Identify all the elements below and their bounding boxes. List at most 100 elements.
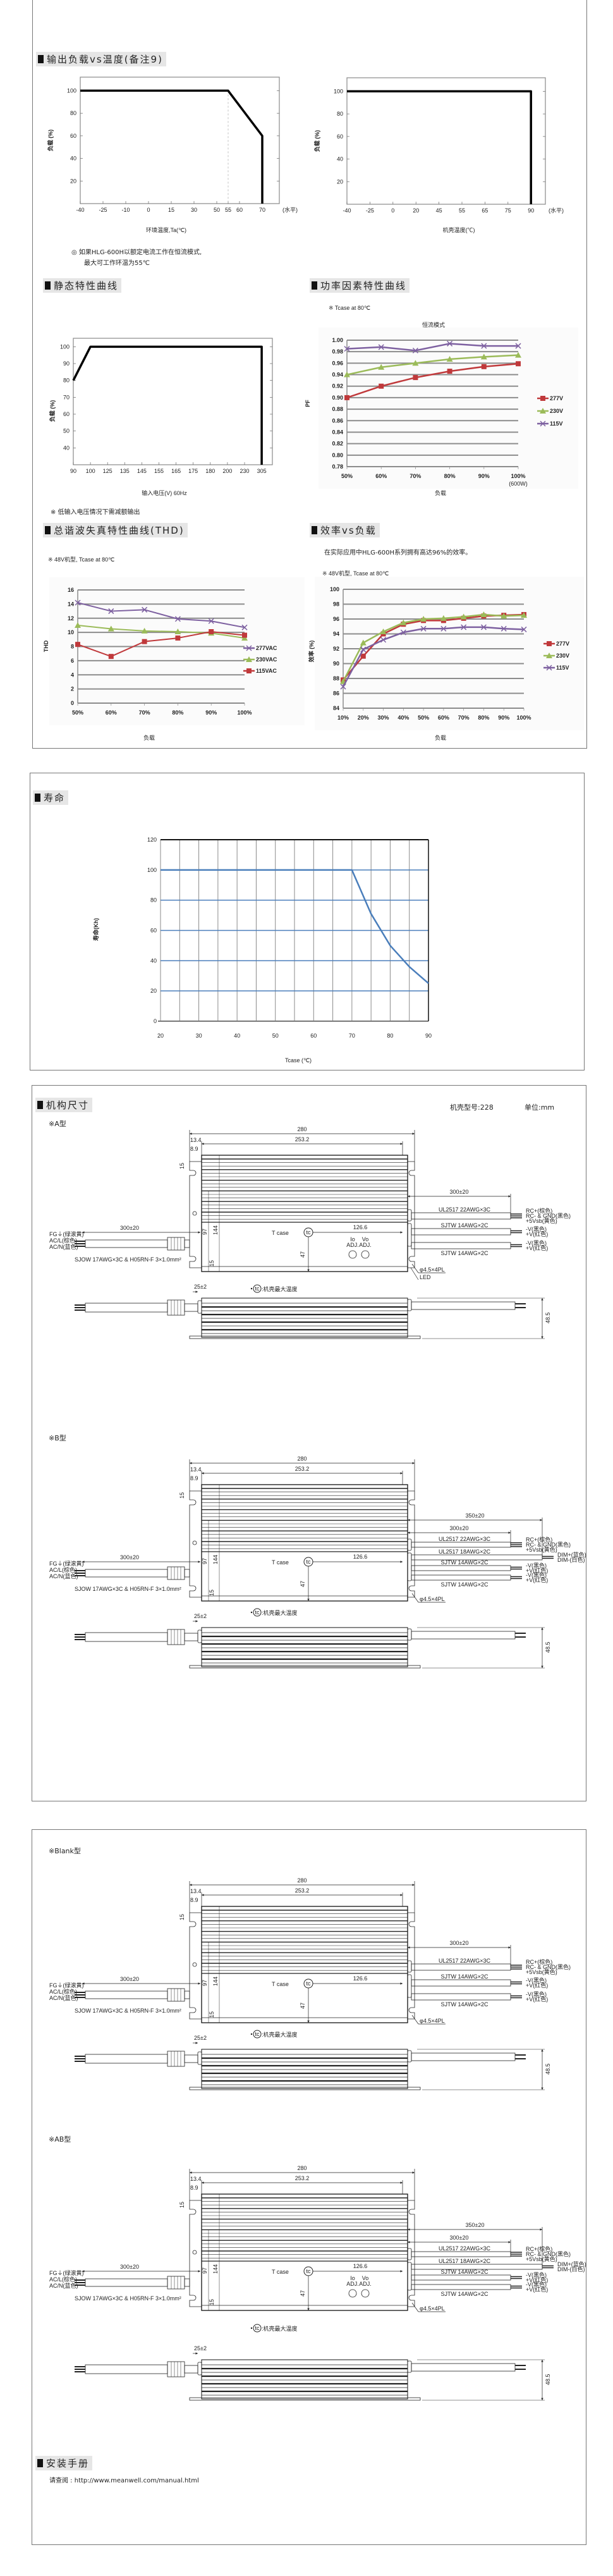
io-adj-label: ADJ. [346, 1242, 359, 1248]
y-tick-label: 0.98 [332, 348, 343, 355]
x-tick-label: 90% [478, 473, 490, 479]
dim-tcase-y-label: 47 [300, 2003, 306, 2009]
dim-slot-pitch: 15 [209, 1590, 215, 1596]
dim-slot-offset: 8.9 [190, 1897, 198, 1903]
series-line [77, 631, 245, 658]
dim-output-length-label: 300±20 [450, 1189, 469, 1195]
y-axis-title: 效率 (%) [308, 641, 315, 663]
y-tick-label: 84 [333, 705, 339, 711]
tc-symbol: tc [255, 2031, 260, 2037]
dim-slot-pitch: 15 [179, 1914, 185, 1920]
x-axis-title: 机壳温度(℃) [443, 226, 475, 233]
x-tick-label: 70 [349, 1033, 355, 1039]
x-unit-label: (水平) [549, 207, 564, 214]
input-cable-spec: SJOW 17AWG×3C & H05RN-F 3×1.0mm² [75, 2295, 181, 2302]
output-wire-label: +5Vsb(黄色) [526, 2255, 557, 2262]
y-tick-label: 14 [68, 601, 74, 607]
cable-gland-connector [167, 1237, 185, 1251]
data-point [378, 364, 385, 370]
y-tick-label: 80 [63, 377, 70, 384]
io-adj-potentiometer[interactable] [348, 2289, 357, 2298]
x-tick-label: 90% [205, 709, 217, 716]
dim-output-length-label: 300±20 [450, 1525, 469, 1531]
series-0 [347, 90, 532, 204]
cable-gland-connector [167, 2051, 185, 2067]
input-wire-label: AC/N(蓝色) [49, 1994, 78, 2001]
case-body [201, 1906, 408, 2023]
x-tick-label: 90 [425, 1033, 432, 1039]
plot-background [49, 577, 305, 725]
vo-adj-potentiometer[interactable] [361, 1250, 370, 1259]
mounting-foot [189, 2087, 421, 2090]
derating-note-1: ◎ 如果HLG-600H以额定电流工作在恒流模式, [71, 249, 202, 256]
data-point [142, 639, 147, 644]
series-line [80, 89, 264, 204]
output-cable [411, 1631, 516, 1640]
vo-adj-potentiometer[interactable] [361, 2289, 370, 2298]
y-tick-label: 90 [63, 360, 70, 367]
y-tick-label: 92 [333, 646, 339, 652]
dim-body-length-label: 253.2 [295, 1887, 310, 1894]
pf-title: 功率因素特性曲线 [320, 280, 407, 291]
x-tick-label: 80% [478, 715, 489, 721]
series-115V [340, 624, 527, 690]
dim-height-label: 48.5 [545, 2063, 551, 2075]
tc-symbol: tc [255, 1285, 260, 1292]
y-tick-label: 20 [337, 178, 343, 185]
output-wire-label: RC- & GND(黑色) [526, 1212, 571, 1219]
dim-slot-pitch: 15 [179, 1492, 185, 1499]
io-adj-potentiometer[interactable] [348, 1250, 357, 1259]
mechanical-panel-1 [32, 1085, 586, 1801]
output-cable-spec: SJTW 14AWG×2C [441, 1559, 489, 1566]
output-gland [407, 1552, 412, 1581]
mount-holes-label: φ4.5×4PL [420, 1267, 445, 1273]
input-cable [85, 1632, 168, 1642]
x-axis-title: Tcase (℃) [285, 1057, 312, 1064]
data-point [480, 353, 487, 360]
data-point [460, 613, 467, 620]
x-tick-label: 305 [257, 468, 267, 474]
input-cable-spec: SJOW 17AWG×3C & H05RN-F 3×1.0mm² [75, 2008, 181, 2014]
legend-label: 230V [556, 653, 569, 659]
data-point [75, 599, 81, 606]
input-cable [85, 2054, 168, 2064]
x-tick-label: 50% [72, 709, 83, 716]
data-point [501, 625, 507, 632]
data-point [75, 622, 81, 628]
input-wire-label: AC/N(蓝色) [49, 1573, 78, 1579]
y-tick-label: 88 [333, 675, 339, 682]
y-tick-label: 100 [60, 343, 70, 350]
x-tick-label: 70% [410, 473, 421, 479]
y-tick-label: 6 [71, 658, 74, 664]
x-axis-title: 负载 [435, 734, 446, 741]
case-body [201, 1155, 408, 1272]
y-axis-title: PF [305, 400, 311, 407]
y-tick-label: 40 [150, 957, 157, 964]
y-tick-label: 120 [147, 837, 157, 843]
data-point [379, 383, 384, 389]
output-wire-label: DIM-(白色) [557, 2266, 585, 2272]
x-tick-label: -40 [343, 207, 351, 214]
dim-input-length-label: 300±20 [120, 1554, 139, 1561]
dim-tcase-y-label: 47 [300, 1251, 306, 1258]
legend-marker [546, 653, 552, 658]
x-tick-label: 180 [205, 468, 215, 474]
case-body [201, 2193, 408, 2311]
dim-tcase-y-label: 47 [300, 2290, 306, 2297]
input-cable [85, 2278, 168, 2287]
output-cable-spec: SJTW 14AWG×2C [441, 2291, 489, 2297]
y-tick-label: 60 [150, 928, 157, 934]
output-gland [407, 2262, 412, 2291]
dim-slot-offset: 8.9 [190, 1146, 198, 1152]
section-title-mechanical: 机构尺寸 [35, 1098, 93, 1112]
legend-marker [540, 420, 546, 427]
output-wire-label: +V(红色) [526, 2276, 548, 2283]
dim-gland-label: 25±2 [194, 1613, 207, 1619]
dim-slot-offset: 8.9 [190, 2185, 198, 2191]
install-manual-link[interactable]: 请查阅 : http://www.meanwell.com/manual.htm… [49, 2477, 199, 2484]
tc-note-text: :机壳最大温度 [262, 1285, 298, 1292]
